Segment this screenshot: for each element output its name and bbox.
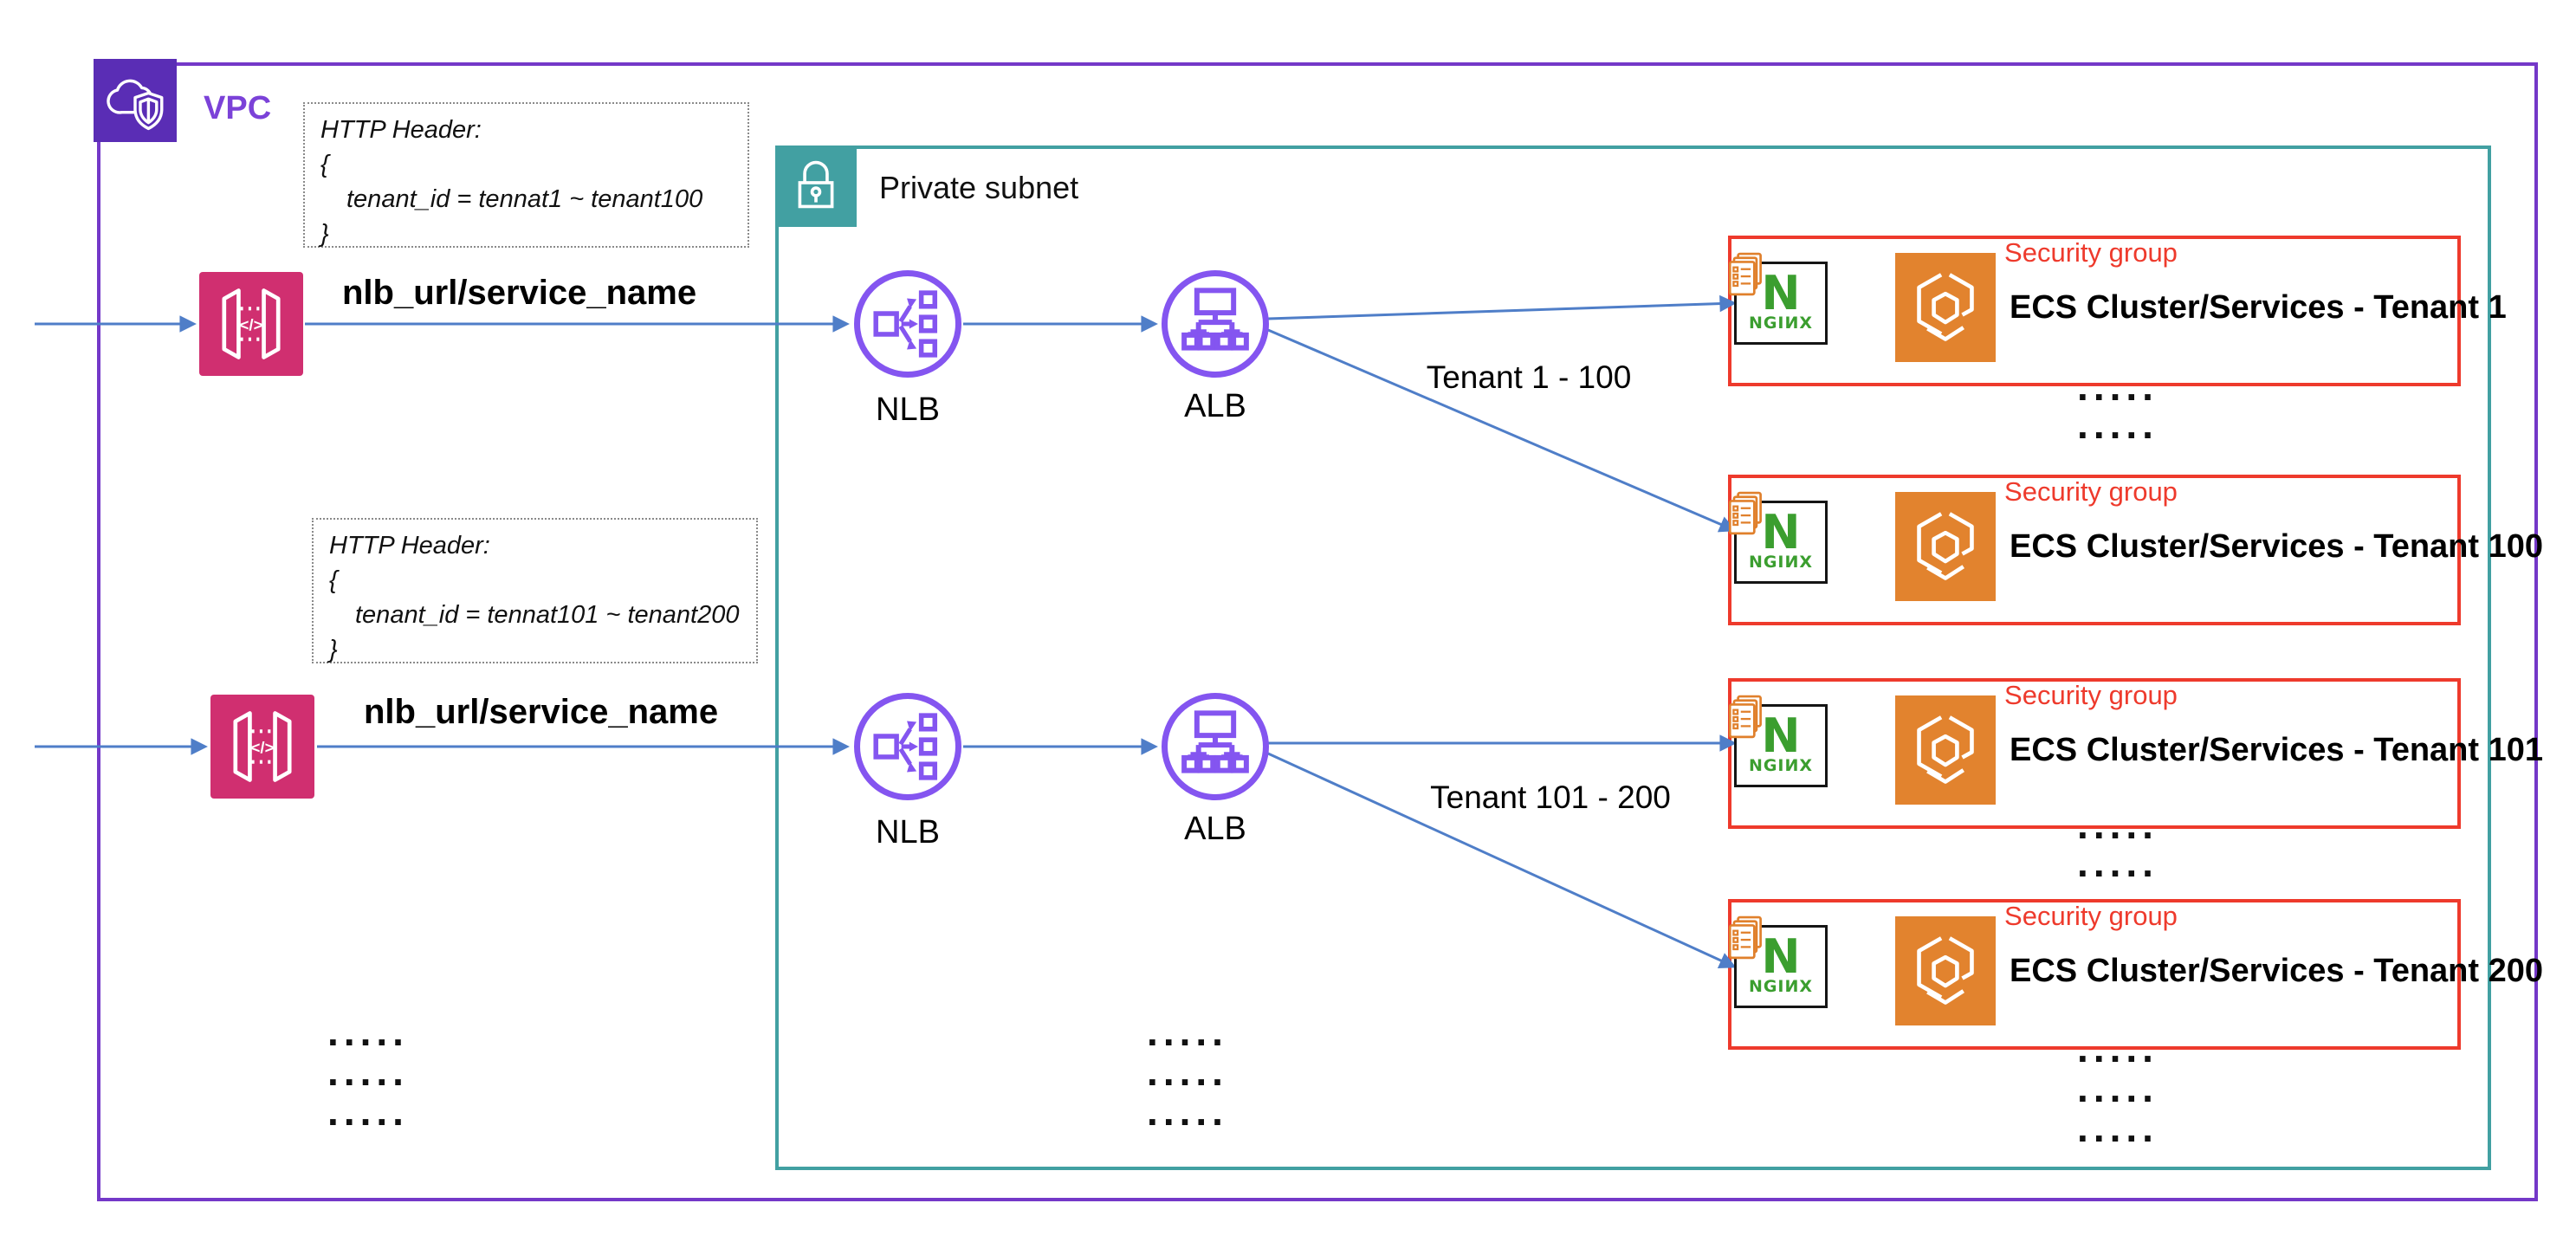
- ecs-cluster-label: ECS Cluster/Services - Tenant 100: [2010, 527, 2543, 565]
- security-group-1: Security group N NGIИX: [1728, 236, 2507, 379]
- security-group-box-1: [1728, 236, 2461, 386]
- nginx-letter: N: [1761, 505, 1801, 560]
- http-header-body: tenant_id = tennat1 ~ tenant100: [346, 185, 703, 213]
- vpc-boundary: [97, 62, 2538, 1201]
- http-header-body: tenant_id = tennat101 ~ tenant200: [355, 601, 740, 629]
- ellipsis-dots: .....: [327, 1089, 409, 1134]
- ecs-icon: [1895, 492, 1996, 601]
- http-header-open: {: [329, 566, 338, 594]
- nlb-icon-1: [854, 270, 961, 378]
- ecs-cluster-label: ECS Cluster/Services - Tenant 200: [2010, 952, 2543, 989]
- security-group-title: Security group: [2004, 237, 2178, 268]
- ecs-icon: [1895, 916, 1996, 1025]
- vpc-cloud-shield-icon: [94, 59, 177, 142]
- config-files-icon: [1728, 252, 1766, 297]
- nginx-letter: N: [1761, 266, 1801, 321]
- ellipsis-dots: .....: [2077, 1065, 2159, 1110]
- tenant-range-label-1: Tenant 1 - 100: [1426, 359, 1632, 395]
- alb-label-1: ALB: [1184, 388, 1246, 424]
- alb-label-2: ALB: [1184, 811, 1246, 847]
- nlb-label-1: NLB: [876, 391, 940, 428]
- nginx-letter: N: [1761, 708, 1801, 764]
- nginx-letter: N: [1761, 929, 1801, 985]
- security-group-title: Security group: [2004, 476, 2178, 507]
- tenant-range-label-2: Tenant 101 - 200: [1430, 779, 1671, 815]
- config-files-icon: [1728, 695, 1766, 740]
- http-header-title: HTTP Header:: [329, 532, 490, 560]
- security-group-4: Security group N NGIИX: [1728, 899, 2543, 1043]
- api-gateway-icon-1: </>: [199, 272, 303, 376]
- security-group-3: Security group N NGIИX: [1728, 678, 2543, 822]
- private-subnet-boundary: [775, 146, 2491, 1170]
- nginx-wordmark: NGIИX: [1748, 313, 1814, 333]
- http-header-close: }: [320, 220, 329, 248]
- nginx-icon: N NGIИX: [1728, 252, 1828, 345]
- security-group-2: Security group N NGIИX: [1728, 475, 2543, 618]
- nginx-wordmark: NGIИX: [1748, 755, 1814, 775]
- ecs-cluster-label: ECS Cluster/Services - Tenant 101: [2010, 731, 2543, 768]
- ellipsis-dots: .....: [2077, 364, 2159, 409]
- http-header-close: }: [329, 636, 338, 663]
- ellipsis-dots: .....: [327, 1009, 409, 1054]
- route-url-label-2: nlb_url/service_name: [364, 693, 719, 731]
- alb-icon-1: [1162, 270, 1269, 378]
- ellipsis-dots: .....: [1147, 1009, 1228, 1054]
- config-files-icon: [1728, 491, 1766, 536]
- code-brackets-glyph: </>: [239, 315, 262, 333]
- http-header-note-1: HTTP Header: { tenant_id = tennat1 ~ ten…: [303, 102, 749, 248]
- ellipsis-dots: .....: [327, 1049, 409, 1094]
- ellipsis-dots: .....: [2077, 840, 2159, 885]
- security-group-box-3: [1728, 678, 2461, 829]
- api-gateway-icon-2: </>: [210, 695, 314, 799]
- nginx-icon: N NGIИX: [1728, 915, 1828, 1008]
- code-brackets-glyph: </>: [250, 738, 274, 756]
- http-header-title: HTTP Header:: [320, 116, 482, 144]
- nginx-wordmark: NGIИX: [1748, 976, 1814, 996]
- nginx-icon: N NGIИX: [1728, 695, 1828, 787]
- ellipsis-dots: .....: [2077, 1105, 2159, 1150]
- security-group-box-4: [1728, 899, 2461, 1050]
- ellipsis-dots: .....: [1147, 1049, 1228, 1094]
- private-subnet-label: Private subnet: [879, 170, 1079, 205]
- ellipsis-dots: .....: [1147, 1089, 1228, 1134]
- nginx-wordmark: NGIИX: [1748, 552, 1814, 572]
- config-files-icon: [1728, 915, 1766, 961]
- nginx-icon: N NGIИX: [1728, 491, 1828, 584]
- security-group-title: Security group: [2004, 680, 2178, 710]
- security-group-box-2: [1728, 475, 2461, 625]
- ecs-cluster-label: ECS Cluster/Services - Tenant 1: [2010, 288, 2507, 326]
- nlb-icon-2: [854, 693, 961, 800]
- http-header-open: {: [320, 151, 329, 178]
- ecs-icon: [1895, 695, 1996, 805]
- private-subnet-lock-icon: [775, 146, 857, 227]
- alb-icon-2: [1162, 693, 1269, 800]
- http-header-note-2: HTTP Header: { tenant_id = tennat101 ~ t…: [312, 518, 758, 663]
- security-group-title: Security group: [2004, 901, 2178, 931]
- ellipsis-dots: .....: [2077, 402, 2159, 447]
- nlb-label-2: NLB: [876, 814, 940, 851]
- vpc-label: VPC: [204, 90, 272, 126]
- ecs-icon: [1895, 253, 1996, 362]
- ellipsis-dots: .....: [2077, 1025, 2159, 1071]
- route-url-label-1: nlb_url/service_name: [342, 274, 697, 312]
- ellipsis-dots: .....: [2077, 802, 2159, 847]
